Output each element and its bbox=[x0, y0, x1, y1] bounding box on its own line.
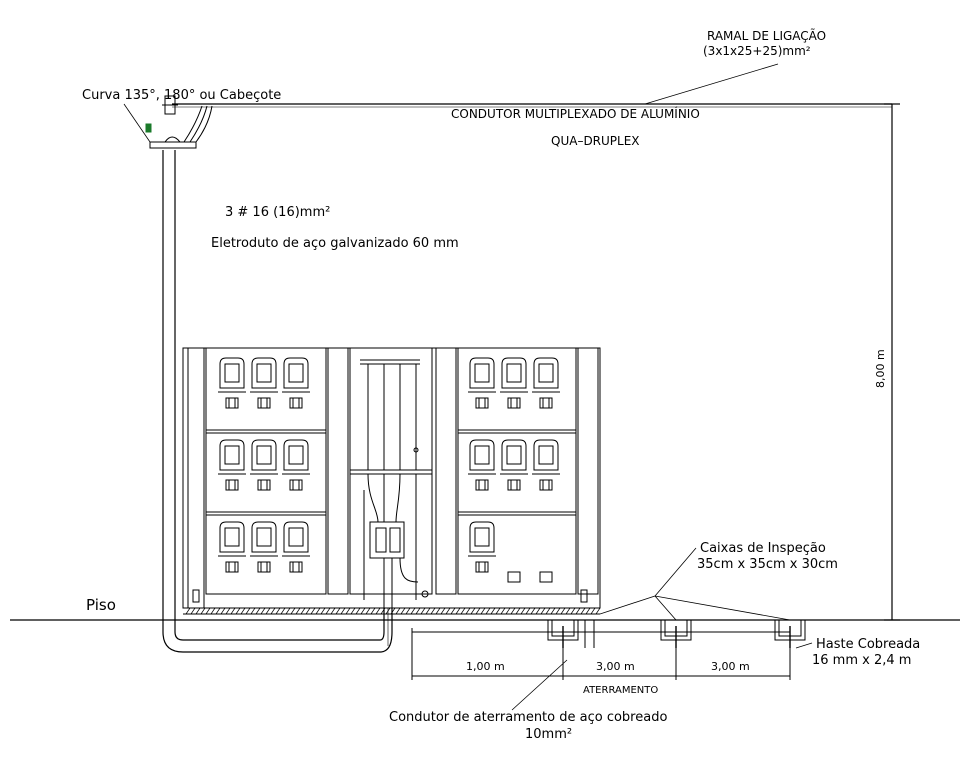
caixas-dim-label: 35cm x 35cm x 30cm bbox=[697, 557, 838, 572]
dist-2-label: 3,00 m bbox=[596, 660, 635, 673]
ramal-title-label: RAMAL DE LIGAÇÃO bbox=[707, 28, 826, 43]
meter-unit bbox=[532, 439, 560, 491]
meter-unit bbox=[500, 357, 528, 409]
altura-label: 8,00 m bbox=[874, 349, 887, 388]
meter-unit bbox=[250, 521, 278, 573]
dist-3-label: 3,00 m bbox=[711, 660, 750, 673]
weatherhead bbox=[123, 95, 213, 149]
meter-unit bbox=[218, 521, 246, 573]
floor bbox=[10, 607, 960, 621]
meter-unit bbox=[218, 357, 246, 409]
haste-title-label: Haste Cobreada bbox=[816, 637, 920, 652]
condutor-multiplexado-label: CONDUTOR MULTIPLEXADO DE ALUMÍNIO bbox=[451, 106, 700, 121]
meter-unit bbox=[218, 439, 246, 491]
meter-unit bbox=[282, 439, 310, 491]
service-conductor bbox=[172, 63, 900, 621]
meter-unit bbox=[282, 357, 310, 409]
aterramento-label: ATERRAMENTO bbox=[583, 685, 658, 696]
meter-unit bbox=[468, 439, 496, 491]
meter-unit bbox=[250, 439, 278, 491]
conduit bbox=[162, 150, 393, 653]
piso-label: Piso bbox=[86, 596, 116, 614]
terminal-block bbox=[507, 571, 521, 583]
eletroduto-label: Eletroduto de aço galvanizado 60 mm bbox=[211, 236, 459, 251]
caixas-title-label: Caixas de Inspeção bbox=[700, 541, 826, 556]
meter-unit bbox=[250, 357, 278, 409]
haste-dim-label: 16 mm x 2,4 m bbox=[812, 653, 911, 668]
condutor-aterramento-bitola-label: 10mm² bbox=[525, 727, 572, 742]
curva-label: Curva 135°, 180° ou Cabeçote bbox=[82, 88, 281, 103]
labels: RAMAL DE LIGAÇÃO (3x1x25+25)mm² Curva 13… bbox=[82, 28, 920, 742]
meter-unit bbox=[532, 357, 560, 409]
meter-cabinet bbox=[182, 347, 601, 609]
terminal-block bbox=[539, 571, 553, 583]
ramal-spec-label: (3x1x25+25)mm² bbox=[703, 44, 811, 58]
meter-unit bbox=[282, 521, 310, 573]
meter-unit bbox=[500, 439, 528, 491]
grounding-system bbox=[411, 547, 813, 711]
meter-unit bbox=[468, 521, 496, 573]
qua-druplex-label: QUA–DRUPLEX bbox=[551, 134, 640, 148]
condutor-aterramento-label: Condutor de aterramento de aço cobreado bbox=[389, 710, 667, 725]
meter-unit bbox=[468, 357, 496, 409]
dist-1-label: 1,00 m bbox=[466, 660, 505, 673]
cabos-label: 3 # 16 (16)mm² bbox=[225, 205, 330, 220]
